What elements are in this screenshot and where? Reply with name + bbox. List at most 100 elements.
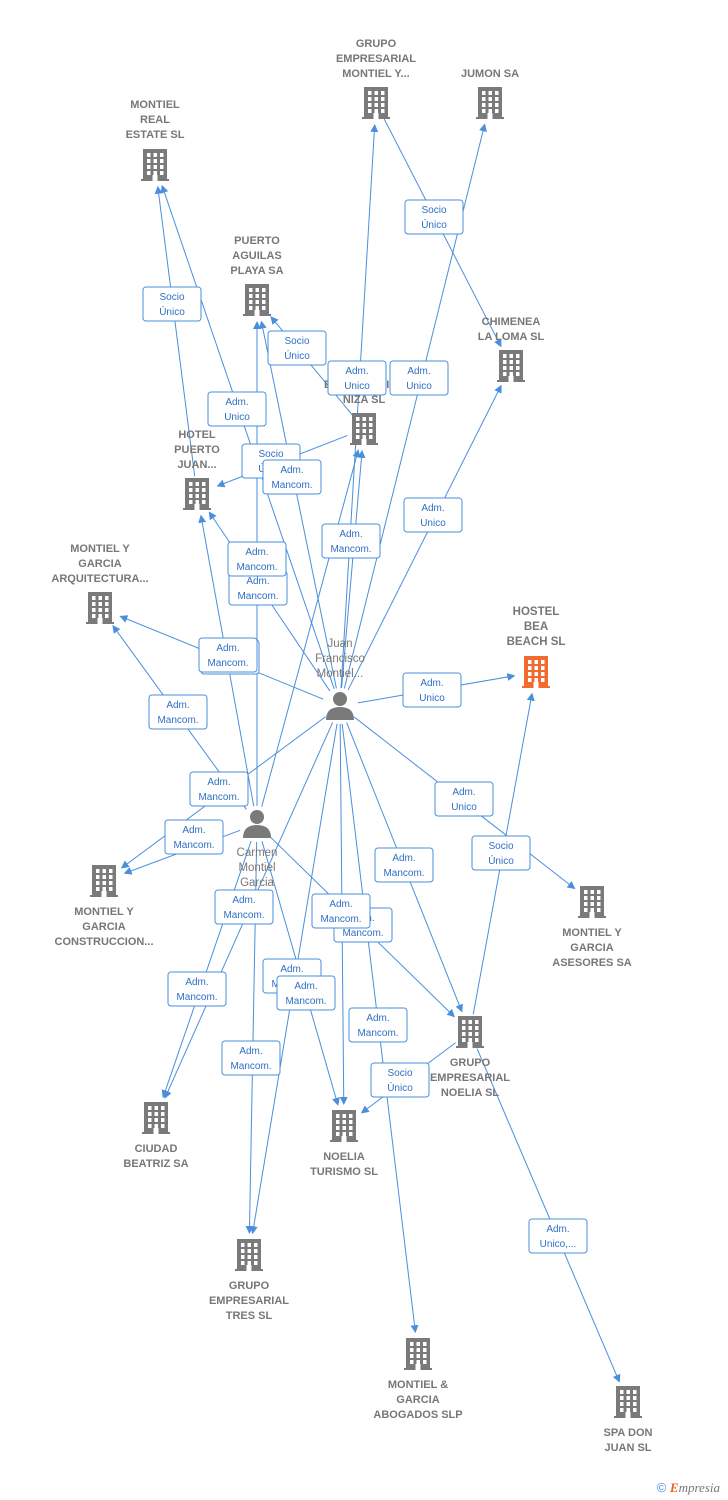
edge-label-line: Adm. xyxy=(185,977,208,988)
node-label-line: MONTIEL & xyxy=(388,1379,448,1391)
node-label-line: EMPRESARIAL xyxy=(336,53,416,65)
edge-label: Adm.Mancom. xyxy=(311,893,371,929)
node-jumon[interactable]: JUMON SA xyxy=(461,68,519,119)
building-icon xyxy=(86,592,114,624)
node-montiel_real[interactable]: MONTIEL REAL ESTATE SL xyxy=(126,99,185,181)
node-label-line: LA LOMA SL xyxy=(478,331,545,343)
edge-label-line: Socio xyxy=(421,205,446,216)
node-label-line: CHIMENEA xyxy=(482,316,541,328)
node-label-line: JUAN SL xyxy=(604,1442,651,1454)
building-icon xyxy=(142,1102,170,1134)
node-label-line: GARCIA xyxy=(78,558,121,570)
node-label-line: MONTIEL xyxy=(130,99,180,111)
edge-label: Adm.Mancom. xyxy=(221,1040,281,1076)
node-label-line: NOELIA xyxy=(323,1151,365,1163)
node-label-line: Carmen xyxy=(237,847,278,859)
edge-label: Adm.Mancom. xyxy=(227,541,287,577)
node-label-line: GARCIA xyxy=(396,1394,439,1406)
edge-label-line: Socio xyxy=(284,336,309,347)
edge-label: Adm.Mancom. xyxy=(148,694,208,730)
edge-label-line: Adm. xyxy=(232,895,255,906)
building-icon xyxy=(330,1110,358,1142)
node-montiel_arq[interactable]: MONTIEL YGARCIAARQUITECTURA... xyxy=(51,543,149,624)
edge-label-line: Unico,... xyxy=(540,1239,577,1250)
building-icon xyxy=(350,413,378,445)
node-label-line: GRUPO xyxy=(450,1057,491,1069)
brand-logo: Empresia xyxy=(670,1480,720,1495)
edge-label-line: Adm. xyxy=(392,853,415,864)
edge-label: Adm.Mancom. xyxy=(348,1007,408,1043)
edge-label-line: Adm. xyxy=(245,547,268,558)
edge-label-line: Único xyxy=(421,218,447,231)
edge-label-line: Adm. xyxy=(452,787,475,798)
edge-label: Adm.Mancom. xyxy=(164,819,224,855)
node-label-line: NOELIA SL xyxy=(441,1087,500,1099)
edge-label-line: Adm. xyxy=(207,777,230,788)
node-label-line: GRUPO xyxy=(229,1280,270,1292)
building-icon xyxy=(235,1239,263,1271)
node-label-line: Montiel xyxy=(238,862,275,874)
edge-label-line: Adm. xyxy=(246,576,269,587)
node-grupo_noelia[interactable]: GRUPO EMPRESARIAL NOELIA SL xyxy=(430,1016,510,1099)
node-label-line: ESTATE SL xyxy=(126,129,185,141)
edge-label: Adm.Unico xyxy=(402,672,462,708)
building-icon xyxy=(456,1016,484,1048)
edge-label: Adm.Mancom. xyxy=(198,637,258,673)
building-icon xyxy=(614,1386,642,1418)
building-icon xyxy=(243,284,271,316)
node-label-line: AGUILAS xyxy=(232,250,282,262)
node-chimenea[interactable]: CHIMENEA LA LOMA SL xyxy=(478,316,545,382)
edge-labels-layer: SocioÚnicoAdm.UnicoSocioÚnicoSocioÚnicoA… xyxy=(142,199,588,1254)
edge-label-line: Mancom. xyxy=(237,591,278,602)
node-label-line: ASESORES SA xyxy=(552,957,632,969)
node-montiel_constr[interactable]: MONTIEL YGARCIACONSTRUCCION... xyxy=(55,865,154,948)
edge-label: Adm. Unico xyxy=(434,781,494,817)
node-label-line: HOSTEL xyxy=(513,606,560,618)
edge-label-line: Mancom. xyxy=(285,996,326,1007)
edge-label-line: Mancom. xyxy=(223,910,264,921)
node-label-line: PUERTO xyxy=(174,444,220,456)
node-label-line: Montiel... xyxy=(317,668,364,680)
node-label-line: REAL xyxy=(140,114,170,126)
edge-label: Adm.Mancom. xyxy=(321,523,381,559)
edge-label: Adm.Unico xyxy=(389,360,449,396)
edge-label-line: Mancom. xyxy=(342,928,383,939)
building-icon xyxy=(522,656,550,688)
edge-label: Adm.Unico xyxy=(207,391,267,427)
edge-juan-to-emp_niza xyxy=(341,449,366,689)
edge-juan-to-puerto_aguilas xyxy=(258,320,337,689)
building-icon xyxy=(476,87,504,119)
edge-hotel_puerto-to-montiel_real xyxy=(154,185,196,477)
edge-juan-to-chimenea xyxy=(347,384,502,691)
node-hotel_puerto[interactable]: HOTELPUERTOJUAN... xyxy=(174,429,220,510)
edge-grupo_noelia-to-spa_don_juan xyxy=(476,1048,621,1383)
brand-logo-text: mpresia xyxy=(678,1480,720,1495)
edge-label-line: Mancom. xyxy=(198,792,239,803)
edge-label-line: Unico xyxy=(451,802,477,813)
edge-label: Adm.Unico xyxy=(327,360,387,396)
node-label-line: MONTIEL Y... xyxy=(342,68,409,80)
node-label-line: GARCIA xyxy=(82,921,125,933)
node-label-line: PUERTO xyxy=(234,235,280,247)
building-icon xyxy=(404,1338,432,1370)
node-label-line: EMPRESARIAL xyxy=(430,1072,510,1084)
edge-label-line: Mancom. xyxy=(157,715,198,726)
edge-label-line: Único xyxy=(284,349,310,362)
node-label-line: EMPRESARIAL xyxy=(209,1295,289,1307)
edge-juan-to-montiel_real xyxy=(160,184,335,690)
node-juan[interactable]: JuanFranciscoMontiel... xyxy=(315,638,365,720)
edge-label-line: Unico xyxy=(419,693,445,704)
